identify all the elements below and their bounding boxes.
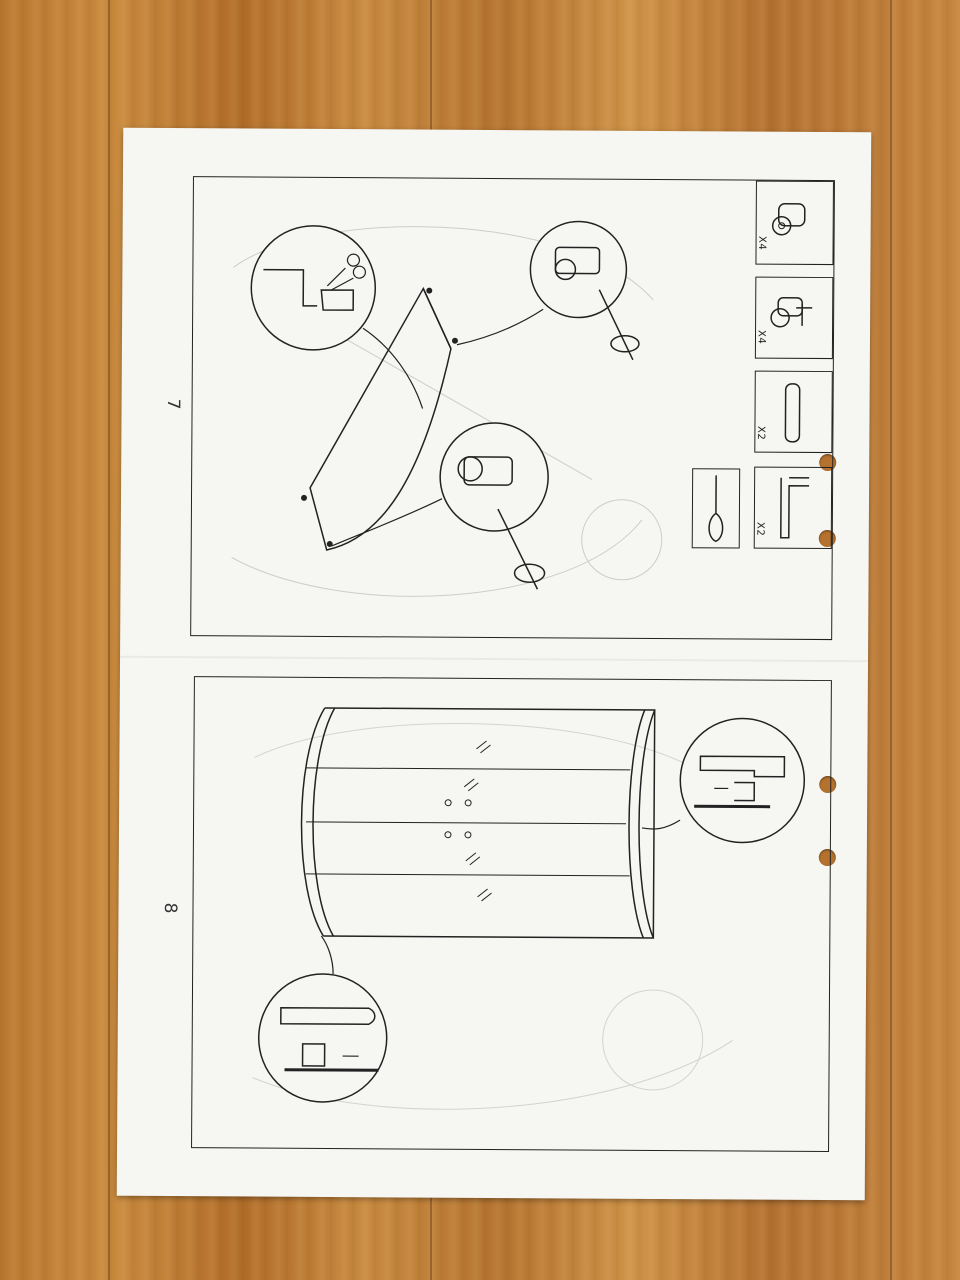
- screwdriver-icon: [708, 475, 724, 543]
- wood-plank-seam: [890, 0, 892, 1280]
- step-panel-page-8: [191, 676, 832, 1153]
- part-box-corner-profile: X2: [753, 466, 833, 550]
- part-quantity: X2: [754, 521, 766, 537]
- part-quantity: X4: [756, 235, 768, 251]
- part-quantity: X4: [755, 329, 767, 345]
- part-quantity: X2: [754, 425, 767, 441]
- tool-box: [691, 468, 741, 549]
- page-number-8: 8: [159, 902, 180, 914]
- instruction-sheet: 7 8 X4 X4: [116, 127, 872, 1201]
- paper-fold: [120, 655, 869, 663]
- curved-door-glass-diagram: [252, 707, 806, 1110]
- page-number-7: 7: [162, 398, 184, 410]
- parts-list: X4 X4 X2: [194, 177, 834, 550]
- corner-profile-icon: [780, 477, 810, 539]
- wood-plank-seam: [108, 0, 110, 1280]
- door-hinge-assembly-diagram: [231, 220, 663, 597]
- step-panel-page-7: X4 X4 X2: [190, 176, 835, 641]
- part-box-hinge-arm: X4: [754, 276, 834, 360]
- hinge-plate-icon: [771, 203, 806, 236]
- hinge-arm-icon: [770, 297, 813, 328]
- part-box-hinge-plate: X4: [755, 180, 834, 266]
- part-box-cover-strip: X2: [754, 370, 833, 454]
- cover-strip-icon: [784, 383, 801, 443]
